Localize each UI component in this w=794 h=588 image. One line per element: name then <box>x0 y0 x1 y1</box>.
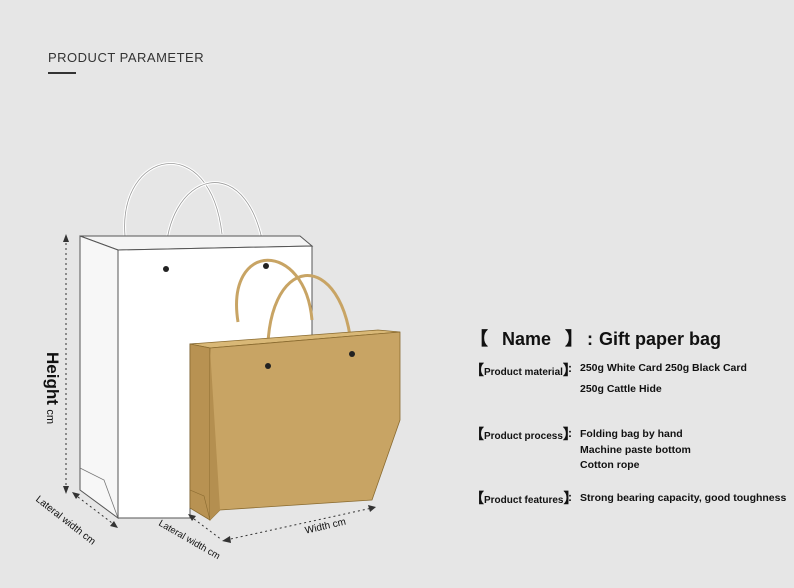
process-left-bracket: 【 <box>470 426 484 442</box>
process-value-2: Machine paste bottom <box>580 444 691 456</box>
kraft-bag <box>189 258 401 521</box>
lateral-dimension-left <box>72 492 118 528</box>
process-right-bracket: 】 <box>562 426 577 442</box>
white-bag-handle-back <box>123 162 224 237</box>
process-label-wrap: 【Product process】 <box>470 424 577 444</box>
process-value-1: Folding bag by hand <box>580 428 683 440</box>
features-colon: : <box>568 490 572 504</box>
lateral-dimension-bottom <box>188 514 223 541</box>
features-label: Product features <box>484 495 564 506</box>
white-bag-handle-front-outline <box>165 182 267 269</box>
height-label: Height cm <box>42 352 62 424</box>
material-label: Product material <box>484 367 563 378</box>
process-colon: : <box>568 426 572 440</box>
width-dimension <box>222 505 376 543</box>
name-right-bracket: 】 <box>565 329 584 349</box>
name-left-bracket: 【 <box>470 329 488 349</box>
white-bag-handle-back-outline <box>124 163 223 237</box>
height-dimension <box>63 234 69 494</box>
kraft-handle-back <box>235 258 314 323</box>
page-title: PRODUCT PARAMETER <box>48 50 205 65</box>
name-label: Name <box>502 329 552 349</box>
material-right-bracket: 】 <box>562 362 577 378</box>
name-value: Gift paper bag <box>599 329 722 349</box>
spec-name-row: 【 Name 】 : Gift paper bag <box>470 325 721 351</box>
features-right-bracket: 】 <box>563 490 578 506</box>
kraft-handle-front <box>266 274 354 367</box>
material-value-2: 250g Cattle Hide <box>580 383 662 395</box>
features-left-bracket: 【 <box>470 490 484 506</box>
material-value-1: 250g White Card 250g Black Card <box>580 362 747 374</box>
process-value-3: Cotton rope <box>580 459 640 471</box>
material-label-wrap: 【Product material】 <box>470 360 577 380</box>
features-value-1: Strong bearing capacity, good toughness <box>580 492 787 504</box>
name-colon: : <box>587 329 594 349</box>
features-label-wrap: 【Product features】 <box>470 488 577 508</box>
process-label: Product process <box>484 431 563 442</box>
height-unit-text: cm <box>44 409 56 425</box>
title-underline <box>48 72 76 74</box>
material-colon: : <box>568 361 572 375</box>
height-label-text: Height <box>43 352 62 405</box>
material-left-bracket: 【 <box>470 362 484 378</box>
